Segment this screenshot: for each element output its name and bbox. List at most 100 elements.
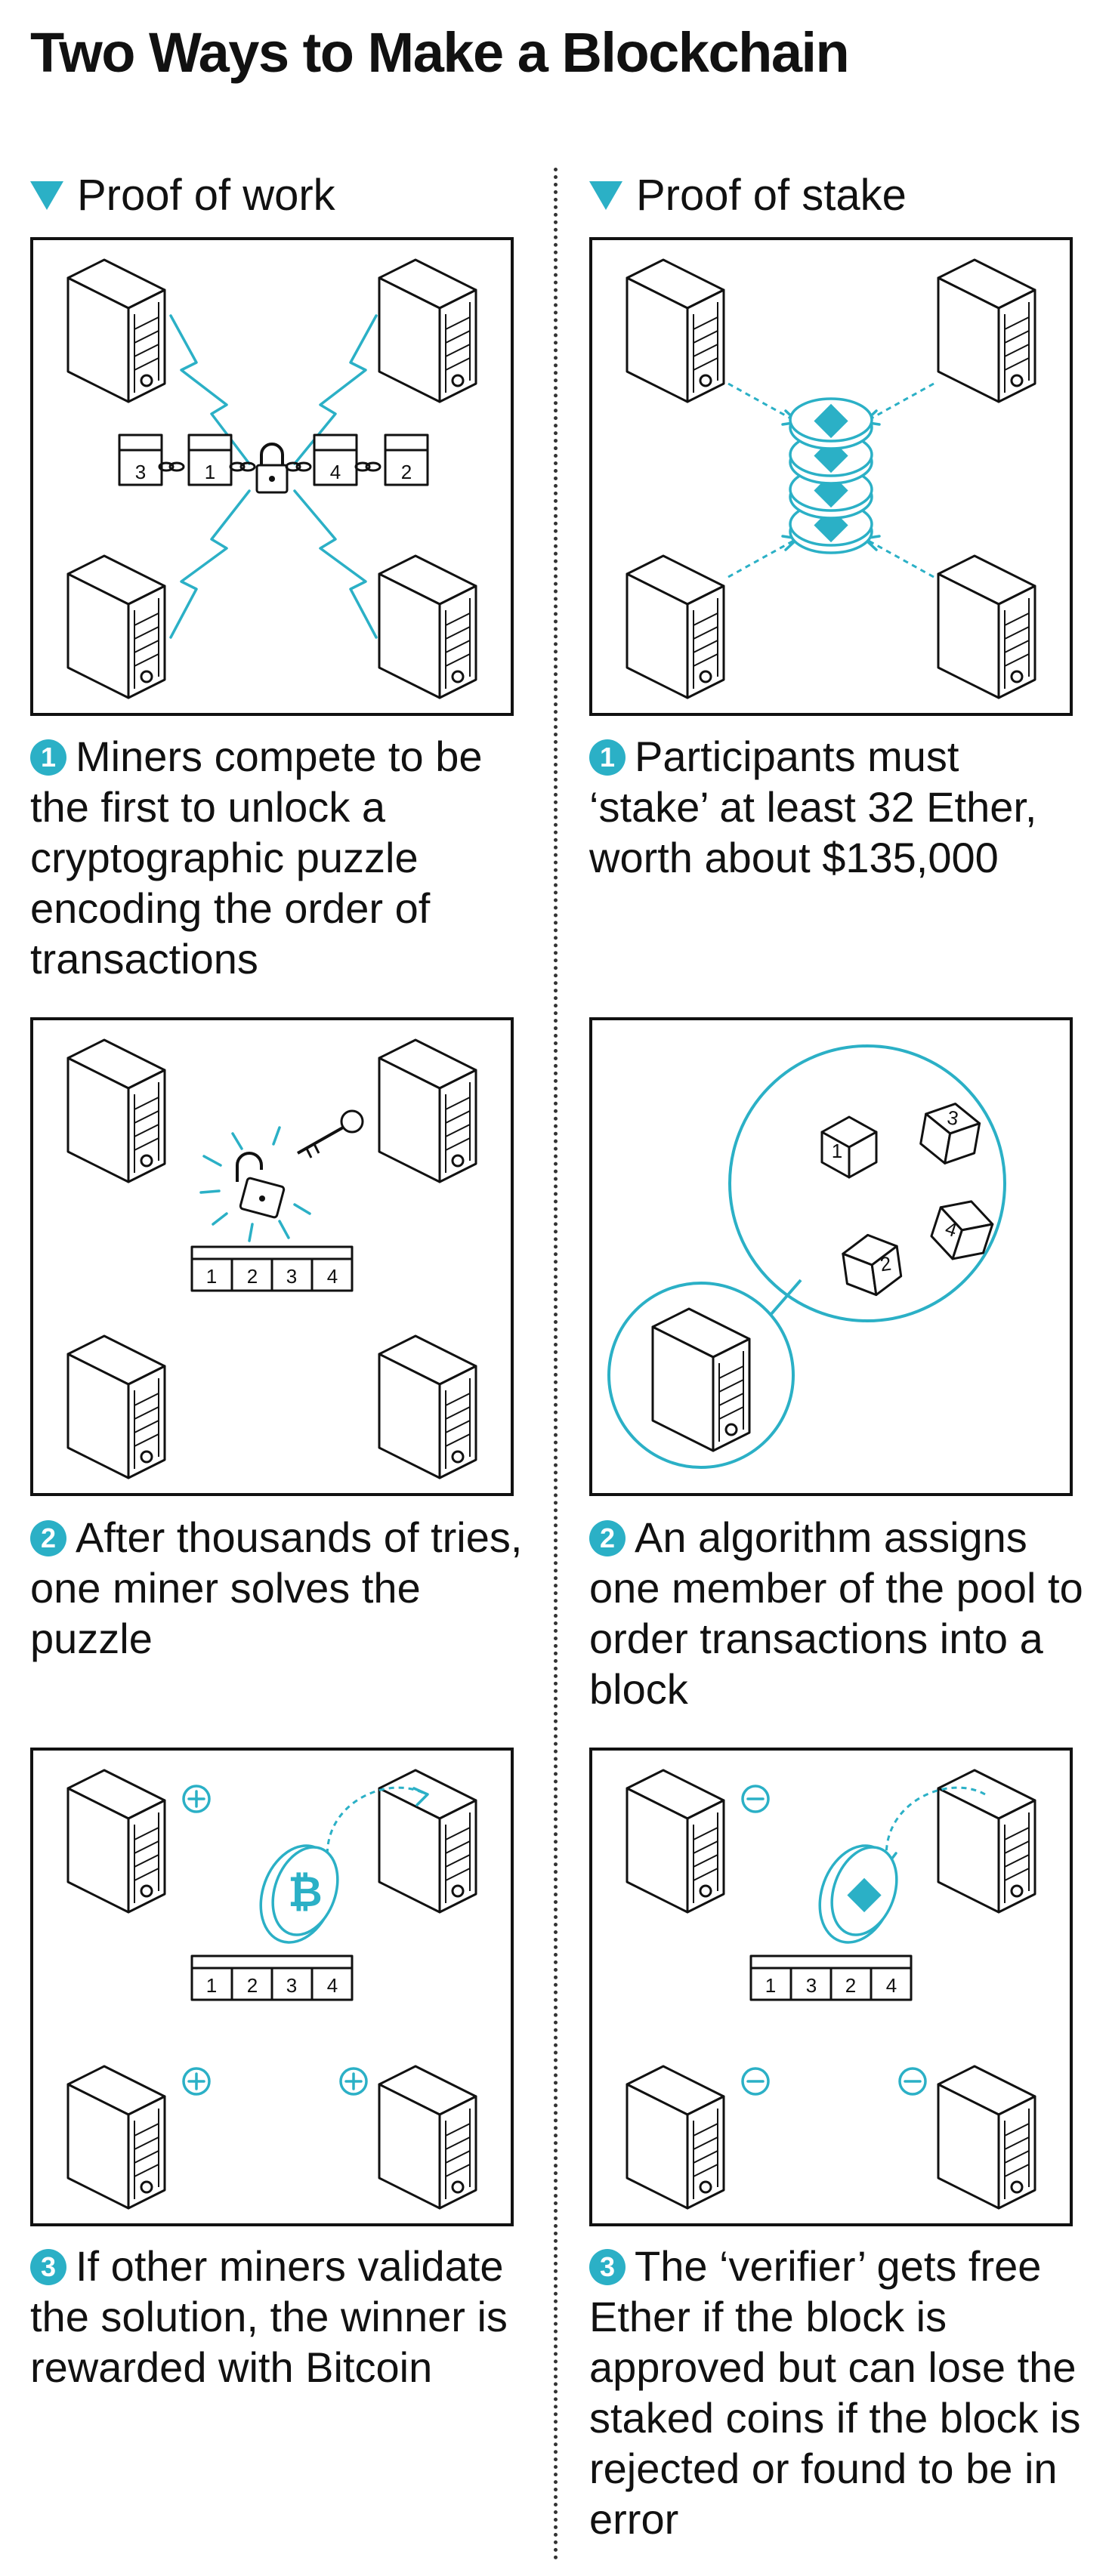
svg-text:2: 2 bbox=[845, 1974, 856, 1997]
minus-icon bbox=[741, 1785, 770, 1813]
die-3-icon: 3 bbox=[916, 1097, 984, 1170]
svg-text:◆: ◆ bbox=[846, 1868, 882, 1915]
block-3: 3 bbox=[118, 433, 163, 486]
key-icon bbox=[297, 1109, 364, 1158]
bitcoin-coin-icon: ₿ bbox=[259, 1844, 339, 1944]
server-icon bbox=[66, 258, 166, 403]
plus-icon bbox=[182, 1785, 211, 1813]
server-icon bbox=[626, 2065, 725, 2210]
svg-text:3: 3 bbox=[806, 1974, 817, 1997]
server-icon bbox=[378, 2065, 477, 2210]
server-icon bbox=[378, 554, 477, 699]
step-number-badge: 2 bbox=[30, 1520, 66, 1556]
svg-text:1: 1 bbox=[832, 1140, 842, 1162]
svg-text:◆: ◆ bbox=[813, 393, 848, 441]
page-title: Two Ways to Make a Blockchain bbox=[30, 21, 850, 84]
ordered-block-row: 1 3 2 4 bbox=[749, 1954, 913, 2001]
svg-text:4: 4 bbox=[330, 461, 341, 483]
pos-step3-illustration: ◆ 1 3 2 4 bbox=[589, 1748, 1073, 2226]
pos-step1-illustration: ◆ ◆ ◆ ◆ bbox=[589, 237, 1073, 716]
triangle-down-icon bbox=[30, 181, 63, 210]
die-4-icon: 4 bbox=[925, 1192, 999, 1269]
server-icon bbox=[626, 258, 725, 403]
server-icon bbox=[378, 1769, 477, 1914]
unlocked-padlock-icon bbox=[236, 1152, 286, 1219]
svg-text:2: 2 bbox=[879, 1252, 893, 1276]
server-icon bbox=[937, 1769, 1036, 1914]
step-number-badge: 1 bbox=[589, 739, 626, 776]
step-number-badge: 3 bbox=[30, 2249, 66, 2285]
server-icon bbox=[66, 1769, 166, 1914]
svg-text:2: 2 bbox=[401, 461, 412, 483]
staked-coin-stack-icon: ◆ ◆ ◆ ◆ bbox=[789, 393, 873, 554]
ether-coin-icon: ◆ bbox=[818, 1844, 898, 1944]
step-number-badge: 2 bbox=[589, 1520, 626, 1556]
svg-text:3: 3 bbox=[135, 461, 146, 483]
pos-step2-illustration: 1 3 2 4 1 bbox=[589, 1017, 1073, 1496]
triangle-down-icon bbox=[589, 181, 622, 210]
ordered-block-row: 1 2 3 4 bbox=[190, 1245, 354, 1292]
svg-text:4: 4 bbox=[327, 1974, 338, 1997]
block-1: 1 bbox=[187, 433, 233, 486]
server-icon bbox=[66, 2065, 166, 2210]
die-2-icon: 2 bbox=[839, 1229, 904, 1300]
svg-text:1: 1 bbox=[765, 1974, 776, 1997]
transfer-arrow bbox=[326, 1786, 427, 1865]
svg-text:3: 3 bbox=[286, 1974, 297, 1997]
transfer-arrow bbox=[885, 1786, 986, 1865]
server-icon bbox=[937, 258, 1036, 403]
server-icon bbox=[937, 554, 1036, 699]
svg-text:3: 3 bbox=[286, 1265, 297, 1288]
heading-label: Proof of work bbox=[77, 171, 335, 220]
column-divider bbox=[554, 168, 558, 2562]
svg-text:3: 3 bbox=[946, 1106, 960, 1130]
svg-text:4: 4 bbox=[886, 1974, 897, 1997]
heading-proof-of-work: Proof of work bbox=[30, 168, 335, 224]
server-icon bbox=[626, 554, 725, 699]
step-text: After thousands of tries, one miner solv… bbox=[30, 1513, 523, 1662]
plus-icon bbox=[182, 2067, 211, 2096]
step-text: Miners compete to be the first to unlock… bbox=[30, 733, 483, 983]
pow-step1-illustration: 3 1 4 2 bbox=[30, 237, 514, 716]
svg-text:₿: ₿ bbox=[288, 1868, 323, 1915]
server-icon bbox=[66, 1038, 166, 1183]
step-number-badge: 3 bbox=[589, 2249, 626, 2285]
plus-icon bbox=[339, 2067, 368, 2096]
server-icon bbox=[626, 1769, 725, 1914]
svg-text:1: 1 bbox=[206, 1974, 217, 1997]
svg-text:2: 2 bbox=[247, 1265, 258, 1288]
svg-text:4: 4 bbox=[327, 1265, 338, 1288]
minus-icon bbox=[741, 2067, 770, 2096]
block-4: 4 bbox=[313, 433, 358, 486]
die-1-icon: 1 bbox=[820, 1115, 878, 1179]
server-icon bbox=[378, 1334, 477, 1479]
minus-icon bbox=[898, 2067, 927, 2096]
step-text: If other miners validate the solution, t… bbox=[30, 2242, 508, 2391]
server-icon bbox=[66, 1334, 166, 1479]
svg-text:2: 2 bbox=[247, 1974, 258, 1997]
svg-text:1: 1 bbox=[206, 1265, 217, 1288]
ordered-block-row: 1 2 3 4 bbox=[190, 1954, 354, 2001]
server-icon bbox=[378, 258, 477, 403]
pow-step3-illustration: ₿ 1 2 3 4 bbox=[30, 1748, 514, 2226]
pow-step2-illustration: 1 2 3 4 bbox=[30, 1017, 514, 1496]
server-icon bbox=[937, 2065, 1036, 2210]
step-text: Participants must ‘stake’ at least 32 Et… bbox=[589, 733, 1037, 881]
heading-proof-of-stake: Proof of stake bbox=[589, 168, 907, 224]
server-icon bbox=[378, 1038, 477, 1183]
step-number-badge: 1 bbox=[30, 739, 66, 776]
step-text: The ‘verifier’ gets free Ether if the bl… bbox=[589, 2242, 1081, 2543]
burst-icon bbox=[199, 1126, 311, 1242]
lightning-bolt-icon bbox=[169, 314, 378, 639]
step-text: An algorithm assigns one member of the p… bbox=[589, 1513, 1083, 1713]
heading-label: Proof of stake bbox=[636, 171, 907, 220]
svg-text:1: 1 bbox=[205, 461, 215, 483]
block-2: 2 bbox=[384, 433, 429, 486]
server-icon bbox=[66, 554, 166, 699]
